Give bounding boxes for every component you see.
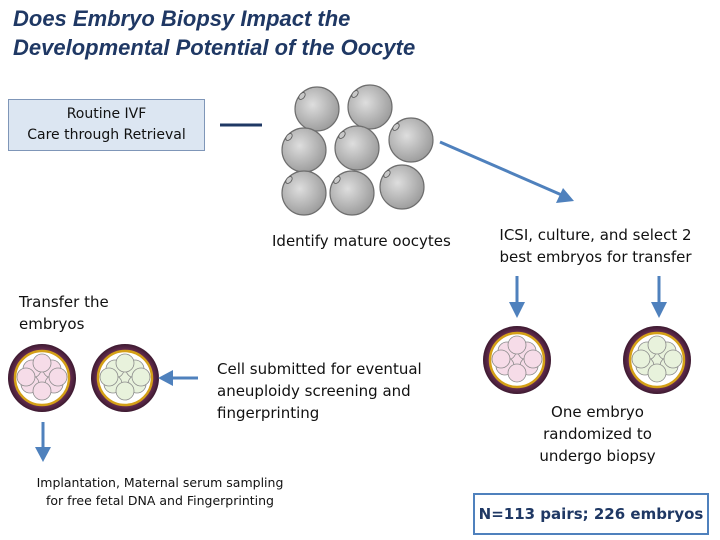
embryo — [623, 326, 691, 394]
transfer-line-1: Transfer the — [19, 291, 109, 313]
randomized-line-3: undergo biopsy — [520, 445, 675, 467]
sample-size-box: N=113 pairs; 226 embryos — [473, 493, 709, 535]
cell-submitted-label: Cell submitted for eventual aneuploidy s… — [217, 358, 422, 424]
cell-submitted-line-1: Cell submitted for eventual — [217, 358, 422, 380]
oocyte — [295, 87, 339, 131]
embryo — [8, 344, 76, 412]
oocyte — [335, 126, 379, 170]
arrow-left-to-transfer — [158, 370, 198, 386]
arrow-down-to-implantation — [35, 422, 51, 462]
arrow-down-right-embryo — [651, 276, 667, 318]
oocyte — [282, 171, 326, 215]
oocyte — [348, 85, 392, 129]
randomized-line-2: randomized to — [520, 423, 675, 445]
oocyte — [330, 171, 374, 215]
transfer-embryos-label: Transfer the embryos — [19, 291, 109, 335]
arrow-oocytes-to-icsi — [440, 142, 574, 203]
implantation-line-1: Implantation, Maternal serum sampling — [20, 474, 300, 492]
embryo — [91, 344, 159, 412]
cell-submitted-line-3: fingerprinting — [217, 402, 422, 424]
implantation-line-2: for free fetal DNA and Fingerprinting — [20, 492, 300, 510]
oocyte-cluster — [282, 85, 433, 215]
cell-submitted-line-2: aneuploidy screening and — [217, 380, 422, 402]
oocyte — [380, 165, 424, 209]
identify-mature-oocytes-label: Identify mature oocytes — [272, 230, 451, 252]
implantation-label: Implantation, Maternal serum sampling fo… — [20, 474, 300, 510]
randomized-line-1: One embryo — [520, 401, 675, 423]
oocyte — [282, 128, 326, 172]
icsi-line-2: best embryos for transfer — [478, 246, 713, 268]
randomized-label: One embryo randomized to undergo biopsy — [520, 401, 675, 467]
arrow-down-left-embryo — [509, 276, 525, 318]
oocyte — [389, 118, 433, 162]
transfer-line-2: embryos — [19, 313, 109, 335]
embryo — [483, 326, 551, 394]
icsi-label: ICSI, culture, and select 2 best embryos… — [478, 224, 713, 268]
icsi-line-1: ICSI, culture, and select 2 — [478, 224, 713, 246]
